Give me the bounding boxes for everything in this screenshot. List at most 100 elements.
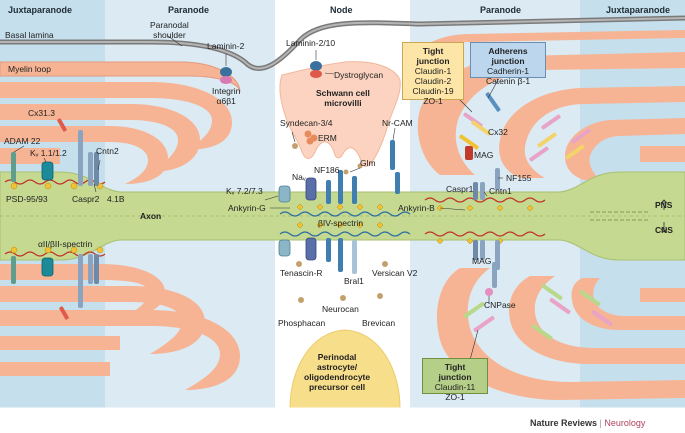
label-kv11: Kᵥ 1.1/1.2 [30,148,67,158]
label-mag-bottom: MAG [472,256,492,266]
tight-junction-top-item: Claudin-1 [414,66,452,76]
cns-arrow [660,222,668,233]
cntn1-protein-lower [480,240,485,260]
pointer-lines [13,35,503,361]
glm-dot-1 [343,169,349,175]
betaiv-spectrin-wave-top [279,211,411,217]
label-paranodal-shoulder: Paranodal shoulder [150,20,189,40]
spectrin-wave-bottom-left [4,251,106,257]
nf186-lower-b [338,238,343,272]
mag-protein [465,146,473,160]
label-mag-top: MAG [474,150,494,160]
cntn2-protein-b [88,152,93,186]
tight-junction-top-item: Claudin-19 [412,86,454,96]
spectrin-wave-paranode-bottom-right [424,231,546,237]
myelin-sheath-right-bottom [436,268,685,400]
cntn2-protein-lower-a [78,254,83,308]
label-cx32: Cx32 [488,127,508,137]
myelin-loop-outer-right [415,30,685,64]
glm-dot-2 [357,163,363,169]
myelin-sheath-right-top [417,52,685,175]
label-nf186: NF186 [314,165,340,175]
integrin-blob [220,76,232,84]
nav-channel-lower [305,237,317,261]
label-glm: Glm [360,158,376,168]
label-adam22: ADAM 22 [4,136,41,146]
cx313-connexin-lower [59,306,69,320]
label-cnpase: CNPase [484,300,516,310]
dystroglycan-blob [310,70,322,78]
caspr1-protein [473,182,478,200]
spectrin-wave-paranode-top-right [424,197,546,203]
adam22-protein-lower [11,256,16,284]
header-juxtaparanode-right: Juxtaparanode [606,5,671,15]
label-cx313: Cx31.3 [28,108,55,118]
header-paranode-right: Paranode [480,5,522,15]
tight-junction-bars-top [459,92,591,162]
label-ankyrin-g: Ankyrin-G [228,203,266,213]
mag-protein-lower [492,262,497,288]
label-cns: CNS [655,225,673,235]
cntn2-protein-a [78,130,83,186]
label-caspr1: Caspr1 [446,184,474,194]
caspr1-protein-lower [473,240,478,260]
myelin-loop-top-right-1 [499,86,685,178]
label-syndecan: Syndecan-3/4 [280,118,333,128]
tight-junction-bottom-title: Tight junction [438,362,472,382]
label-basal-lamina: Basal lamina [5,30,54,40]
kv72-channel-lower [278,239,291,257]
label-nav: Naᵥ [292,172,306,182]
footer-journal: Neurology [604,418,646,428]
kv72-channel [278,185,291,203]
kv11-channel-lower [41,257,54,277]
myelin-loop-bottom-left-1 [0,264,165,316]
perinodal-cell [289,329,401,409]
myelin-loop-top-left-3 [0,126,168,184]
pns-arrow [660,199,668,210]
tight-junction-top-item: ZO-1 [423,96,443,106]
header-paranode-left: Paranode [168,5,210,15]
erm-dot-1 [304,130,312,138]
footer-separator: | [597,418,605,428]
myelin-loop-bottom-left-2 [0,286,205,354]
label-integrin: Integrin α6β1 [212,86,241,106]
label-betaiv-spectrin: βIV-spectrin [318,218,364,228]
label-axon: Axon [140,211,162,221]
caspr2-protein-lower [94,254,99,284]
syndecan-dot [292,143,298,149]
nav-channel [305,177,317,201]
label-neurocan: Neurocan [322,304,359,314]
label-41b: 4.1B [107,194,125,204]
nrcam-protein-b [395,172,400,194]
label-bral1: Bral1 [344,276,364,286]
myelin-loop-top-right-3 [640,146,685,162]
tight-junction-top-title: Tight junction [416,46,450,66]
cntn2-protein-lower-b [88,254,93,284]
label-brevican: Brevican [362,318,396,328]
header-node: Node [330,5,353,15]
label-phosphacan: Phosphacan [278,318,326,328]
tight-junction-box-bottom: Tight junction Claudin-11 ZO-1 [422,358,488,402]
label-kv72: Kᵥ 7.2/7.3 [226,186,263,196]
laminin2-blob [220,67,232,77]
label-ankyrin-b: Ankyrin-B [398,203,435,213]
spectrin-wave-top-left [4,179,106,185]
label-tenascin: Tenascin-R [280,268,323,278]
label-laminin2: Laminin-2 [207,41,245,51]
myelin-loop-bottom-left-5 [0,362,110,376]
tight-junction-bottom-item: Claudin-11 [434,382,476,392]
nf186-protein-a [326,180,331,204]
label-nf155: NF155 [506,173,532,183]
tight-junction-box-top: Tight junction Claudin-1 Claudin-2 Claud… [402,42,464,106]
label-schwann-cell-microvilli: Schwann cell microvilli [316,88,370,108]
bral1-protein [352,240,357,274]
nf186-protein-b [338,170,343,204]
cnpase-dot [485,288,493,296]
caspr2-protein [94,152,99,186]
nf186-protein-c [352,176,357,204]
label-caspr2: Caspr2 [72,194,100,204]
ecm-dots [296,261,388,303]
laminin210-blob [310,61,322,71]
adherens-title: Adherens junction [488,46,528,66]
